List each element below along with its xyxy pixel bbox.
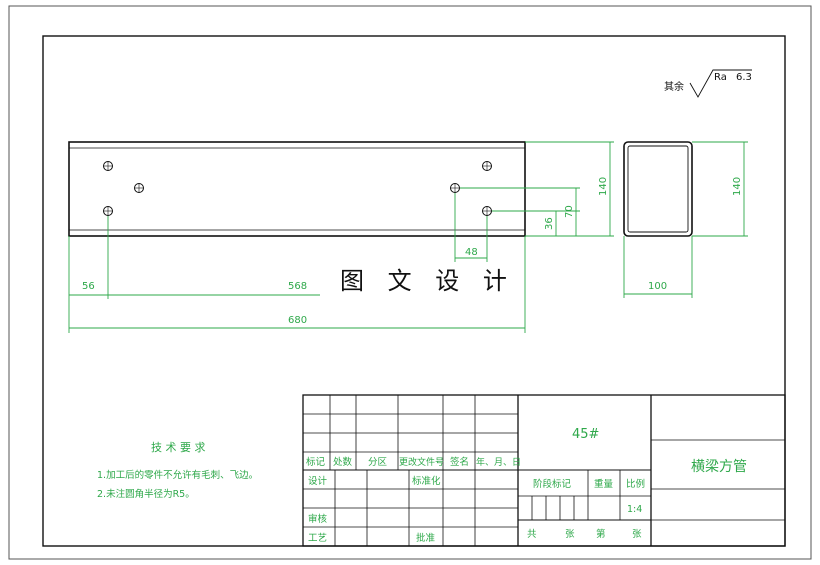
tb-approve-label: 批准 <box>416 532 436 544</box>
dim-side-height: 140 <box>732 177 743 196</box>
dim-hole-span: 568 <box>288 281 307 292</box>
tb-standardization-label: 标准化 <box>412 475 441 487</box>
front-view-hole <box>103 161 113 171</box>
roughness-ra-label: Ra <box>714 72 727 83</box>
roughness-check-mark <box>689 69 752 98</box>
dim-hole-offset: 36 <box>544 217 555 230</box>
tb-scale-label: 比例 <box>626 478 645 490</box>
front-view-hole <box>103 206 113 216</box>
tb-process-label: 工艺 <box>308 533 327 544</box>
tb-design-label: 设计 <box>308 475 328 487</box>
roughness-symbol: 其余 Ra 6.3 <box>664 69 752 98</box>
tech-req-title: 技 术 要 求 <box>151 441 206 454</box>
dim-hole-hspacing: 48 <box>465 247 478 258</box>
tb-header-change-doc: 更改文件号 <box>399 456 444 468</box>
watermark-text: 图 文 设 计 <box>338 264 517 298</box>
tb-material: 45# <box>572 427 599 442</box>
tb-stage-label: 阶段标记 <box>533 478 572 490</box>
title-block: 标记 处数 分区 更改文件号 签名 年、月、日 设计 标准化 审核 工艺 批准 … <box>302 394 786 547</box>
tb-weight-label: 重量 <box>594 478 614 490</box>
dim-side-width: 100 <box>648 281 667 292</box>
front-view-dimensions: 140 70 36 48 56 568 680 <box>68 141 614 333</box>
front-view-hole <box>482 206 492 216</box>
side-view-outer <box>623 141 693 237</box>
dim-total-length: 680 <box>288 315 307 326</box>
front-view-outline <box>68 141 526 237</box>
tb-sheet-number: 第 <box>596 528 606 540</box>
tb-header-mark: 标记 <box>306 456 326 468</box>
tb-scale-value: 1:4 <box>627 504 642 515</box>
dim-edge-offset: 56 <box>82 281 95 292</box>
front-view-hole <box>482 161 492 171</box>
tb-sheet-unit: 张 <box>632 529 642 540</box>
roughness-other-label: 其余 <box>664 80 684 93</box>
tech-req-item: 2.未注圆角半径为R5。 <box>97 488 195 500</box>
tb-header-signature: 签名 <box>450 456 469 468</box>
roughness-ra-value: 6.3 <box>736 72 752 83</box>
tb-review-label: 审核 <box>308 513 328 525</box>
tb-part-name: 横梁方管 <box>691 459 747 475</box>
tb-header-date: 年、月、日 <box>476 456 521 468</box>
side-view: 140 100 <box>623 141 748 298</box>
tech-req-item: 1.加工后的零件不允许有毛刺、飞边。 <box>97 469 258 481</box>
tb-sheets-total: 共 <box>527 529 537 540</box>
front-view-hole <box>134 183 144 193</box>
tb-header-count: 处数 <box>333 456 353 468</box>
front-view-hole <box>450 183 460 193</box>
front-view <box>68 141 526 237</box>
dim-hole-vspacing: 70 <box>564 205 575 218</box>
tech-requirements: 技 术 要 求 1.加工后的零件不允许有毛刺、飞边。 2.未注圆角半径为R5。 <box>97 441 258 500</box>
dim-front-height: 140 <box>598 177 609 196</box>
tb-header-zone: 分区 <box>368 457 388 468</box>
tb-sheets-unit: 张 <box>565 529 575 540</box>
side-view-inner <box>627 145 689 233</box>
